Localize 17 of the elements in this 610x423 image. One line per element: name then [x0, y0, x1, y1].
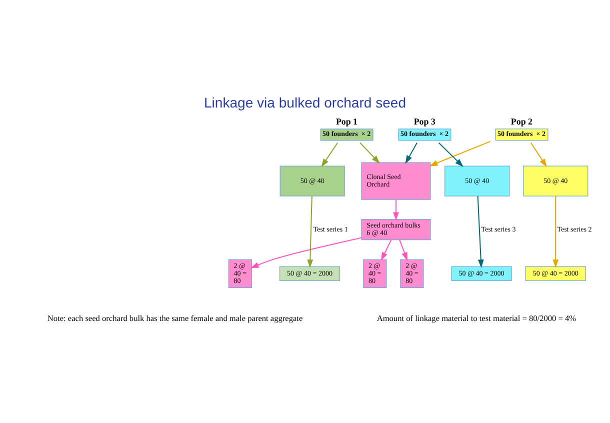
- arrow: [360, 142, 380, 164]
- node-label: Pop 1: [336, 116, 358, 126]
- arrow: [405, 142, 418, 164]
- arrow: [552, 196, 559, 268]
- diagram-title: Linkage via bulked orchard seed: [204, 94, 406, 110]
- node-label: Pop 3: [414, 116, 436, 126]
- node-label: Pop 2: [510, 116, 532, 126]
- arrow: [530, 142, 547, 167]
- arrow: [321, 142, 338, 167]
- arrow: [477, 196, 484, 268]
- arrow: [429, 140, 491, 166]
- arrow: [307, 196, 314, 268]
- arrow: [399, 239, 408, 260]
- arrow: [393, 199, 399, 220]
- arrow: [380, 239, 392, 260]
- arrow: [250, 236, 362, 268]
- arrow: [438, 142, 464, 166]
